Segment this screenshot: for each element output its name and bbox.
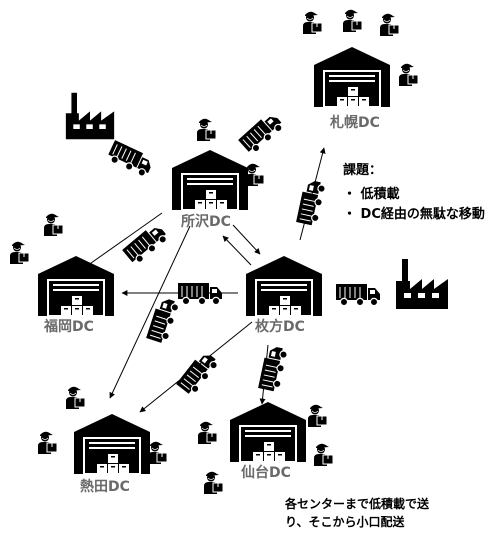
arrow-tokorozawa-to-fukuoka — [83, 212, 163, 269]
dc-label-tokorozawa: 所沢DC — [181, 214, 231, 230]
truck-icon — [146, 296, 181, 345]
warehouse-icon — [37, 255, 115, 316]
arrow-hirakata-to-tokorozawa — [222, 235, 252, 266]
arrow-tokorozawa-to-hirakata — [232, 224, 261, 255]
truck-icon — [176, 349, 221, 398]
delivery-worker-icon — [342, 9, 363, 32]
issues-title: 課題： — [343, 163, 383, 178]
truck-icon — [122, 221, 170, 267]
warehouse-icon — [313, 46, 391, 107]
delivery-worker-icon — [147, 441, 168, 464]
truck-icon — [336, 284, 380, 306]
truck-icon — [258, 344, 289, 393]
dc-label-sendai: 仙台DC — [241, 465, 291, 481]
dc-label-fukuoka: 福岡DC — [44, 319, 94, 335]
warehouse-icon — [171, 149, 249, 210]
issue-item: ・ 低積載 — [343, 187, 400, 202]
delivery-worker-icon — [302, 11, 323, 34]
warehouse-icon — [73, 413, 151, 474]
delivery-worker-icon — [9, 241, 30, 264]
factory-icon — [396, 259, 448, 309]
delivery-worker-icon — [398, 63, 419, 86]
delivery-worker-icon — [379, 13, 400, 36]
dc-label-atsuta: 熱田DC — [80, 479, 130, 495]
delivery-worker-icon — [307, 404, 328, 427]
truck-icon — [238, 110, 286, 157]
delivery-worker-icon — [65, 386, 86, 409]
warehouse-icon — [245, 255, 323, 316]
delivery-worker-icon — [203, 471, 224, 494]
factory-icon — [65, 92, 115, 140]
dc-label-sapporo: 札幌DC — [330, 115, 380, 131]
footnote-line-1: 各センターまで低積載で送 — [285, 497, 430, 511]
truck-icon — [178, 283, 222, 305]
delivery-worker-icon — [37, 431, 58, 454]
truck-icon — [296, 178, 327, 227]
footnote-line-2: り、そこから小口配送 — [285, 515, 405, 529]
dc-label-hirakata: 枚方DC — [255, 319, 305, 335]
warehouse-icon — [229, 401, 307, 462]
truck-icon — [105, 140, 155, 179]
arrow-tokorozawa-to-atsuta — [109, 225, 191, 399]
delivery-worker-icon — [196, 118, 217, 141]
issue-item: ・ DC経由の無駄な移動 — [343, 207, 485, 222]
delivery-worker-icon — [197, 421, 218, 444]
delivery-worker-icon — [43, 213, 64, 236]
delivery-worker-icon — [313, 443, 334, 466]
delivery-worker-icon — [244, 163, 265, 186]
